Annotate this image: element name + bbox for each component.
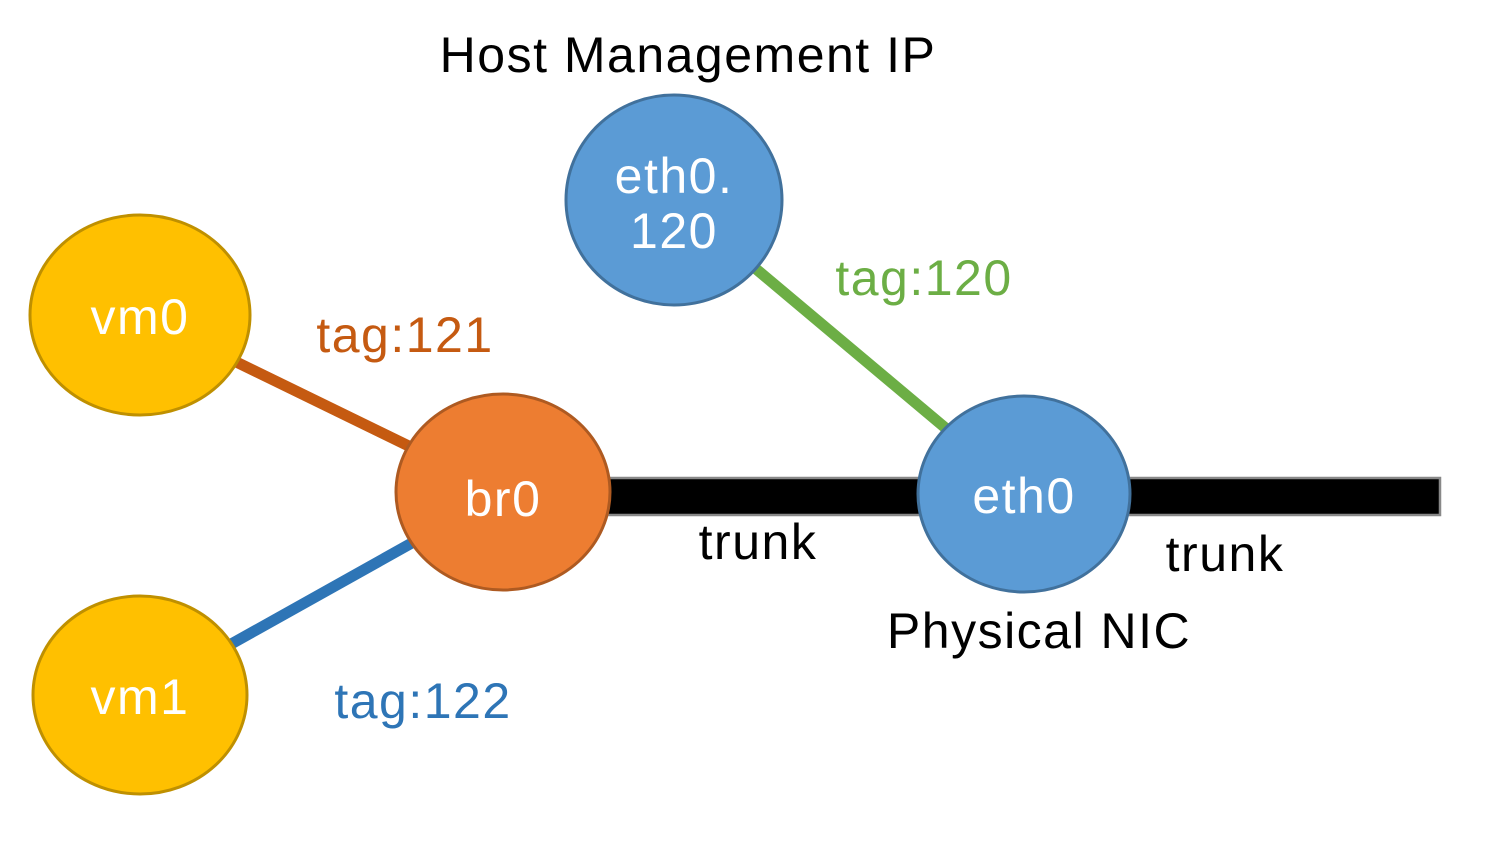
- node-group-vm1: vm1: [31, 594, 249, 796]
- node-vm0: [28, 213, 252, 417]
- edge-label-tag120: tag:120: [835, 250, 1012, 306]
- edge-label-tag122: tag:122: [334, 673, 511, 729]
- node-br0: [394, 392, 612, 592]
- edge-label-tag121: tag:121: [316, 307, 493, 363]
- node-vm1-label: vm1: [91, 669, 190, 725]
- node-vm0-label: vm0: [91, 289, 190, 345]
- node-group-eth0: eth0: [916, 394, 1132, 594]
- node-vm1: [31, 594, 249, 796]
- diagram-title: Host Management IP: [440, 27, 937, 83]
- node-br0-label: br0: [465, 471, 542, 527]
- caption-physical-nic: Physical NIC: [887, 603, 1191, 659]
- trunk-label-left: trunk: [699, 514, 818, 570]
- node-eth0-120-label-line2: 120: [630, 203, 718, 259]
- node-eth0: [916, 394, 1132, 594]
- node-group-vm0: vm0: [28, 213, 252, 417]
- node-group-br0: br0: [394, 392, 612, 592]
- trunk-label-right: trunk: [1166, 526, 1285, 582]
- node-eth0-label: eth0: [972, 468, 1075, 524]
- node-group-eth0-120: eth0. 120: [564, 93, 784, 307]
- node-eth0-120-label-line1: eth0.: [615, 148, 734, 204]
- node-eth0-120: [564, 93, 784, 307]
